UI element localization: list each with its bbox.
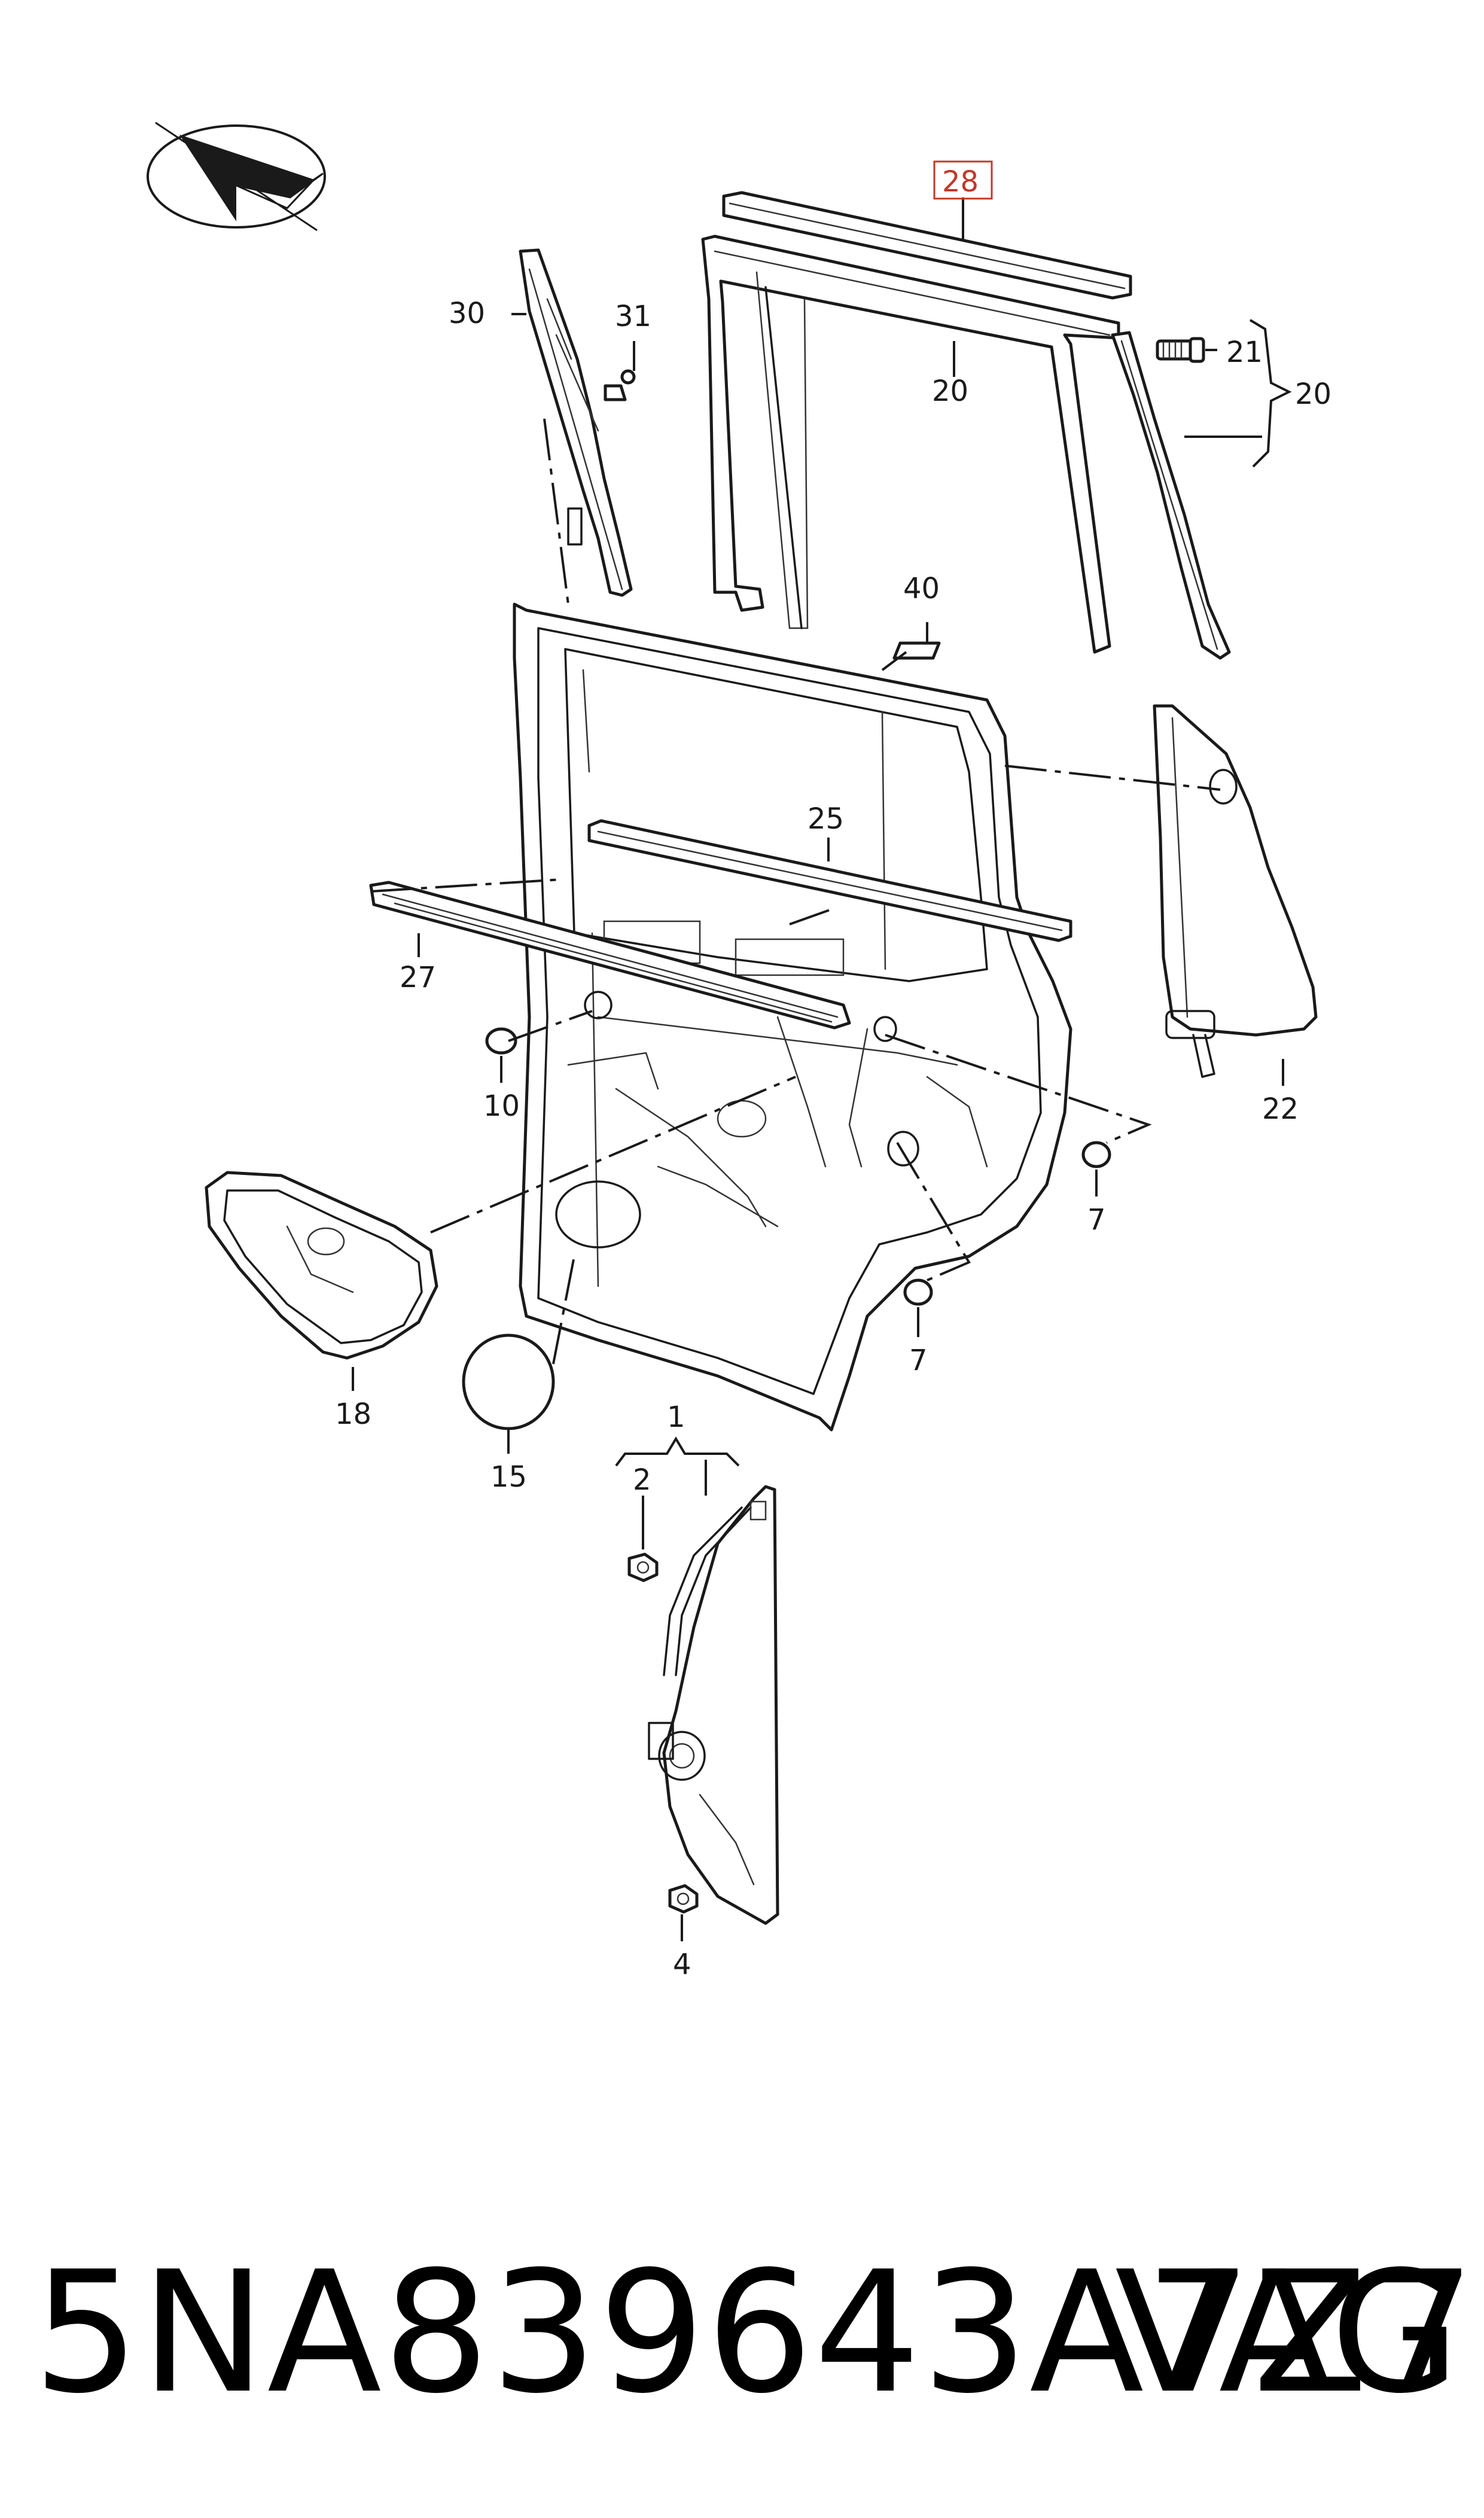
label-18[interactable]: 18	[335, 1397, 371, 1431]
part-30-pillar-trim[interactable]	[519, 248, 633, 597]
label-27[interactable]: 27	[400, 961, 436, 994]
part-number: 5NA839643A7Z7	[33, 2236, 1477, 2431]
label-10[interactable]: 10	[483, 1089, 520, 1123]
part-28-top-seal[interactable]	[722, 191, 1132, 300]
assembly-line-18	[430, 1076, 796, 1234]
part-22-quarter-glass[interactable]	[1153, 704, 1318, 1078]
assembly-line-7a	[885, 1034, 1152, 1144]
assembly-line-25	[789, 908, 832, 925]
part-27-outer-belt-seal[interactable]	[369, 881, 851, 1030]
assembly-line-22	[1004, 765, 1221, 791]
assembly-line-30	[543, 418, 569, 605]
label-20-top[interactable]: 20	[932, 374, 968, 408]
assembly-line-15	[552, 1256, 575, 1365]
label-30[interactable]: 30	[449, 297, 485, 330]
brand-name: VAG	[1114, 2236, 1460, 2431]
part-15-round-seal[interactable]	[462, 1333, 555, 1430]
label-4[interactable]: 4	[673, 1948, 691, 1981]
highlight-box-28	[933, 160, 993, 200]
part-20-outer-channel[interactable]	[1111, 331, 1231, 660]
footer: 5NA839643A7Z7 VAG	[0, 2237, 1484, 2489]
part-18-inner-cover[interactable]	[205, 1171, 438, 1360]
label-1[interactable]: 1	[667, 1400, 685, 1434]
label-40[interactable]: 40	[903, 572, 940, 605]
leader-lines	[352, 197, 1292, 1941]
assembly-line-7b	[896, 1141, 971, 1281]
part-25-inner-belt-seal[interactable]	[587, 819, 1072, 942]
part-4-nut[interactable]	[668, 1884, 699, 1914]
part-1-window-regulator[interactable]	[648, 1485, 779, 1925]
label-28[interactable]: 28	[942, 165, 979, 199]
label-21[interactable]: 21	[1226, 336, 1263, 369]
label-22[interactable]: 22	[1262, 1092, 1299, 1126]
assembly-line-40	[881, 651, 907, 671]
exploded-parts-diagram: 28 20 21 20 30 31 40 25 27 10 22 7 7 18 …	[147, 121, 1331, 1981]
label-7-lower[interactable]: 7	[909, 1344, 928, 1377]
label-31[interactable]: 31	[615, 300, 651, 333]
part-21-screw[interactable]	[1156, 337, 1205, 363]
part-7-grommet-right[interactable]	[1081, 1141, 1111, 1168]
label-15[interactable]: 15	[490, 1460, 527, 1494]
part-31-clip[interactable]	[604, 369, 636, 401]
part-10-grommet[interactable]	[485, 1027, 517, 1055]
label-7-right[interactable]: 7	[1087, 1203, 1106, 1237]
part-2-nut[interactable]	[627, 1552, 659, 1582]
label-25[interactable]: 25	[807, 802, 844, 836]
logo-icon	[147, 121, 326, 232]
part-7-grommet-lower[interactable]	[903, 1278, 933, 1306]
assembly-line-27	[370, 878, 563, 893]
label-20-right[interactable]: 20	[1295, 377, 1331, 411]
assembly-line-10	[508, 1010, 593, 1042]
label-2[interactable]: 2	[633, 1463, 651, 1497]
